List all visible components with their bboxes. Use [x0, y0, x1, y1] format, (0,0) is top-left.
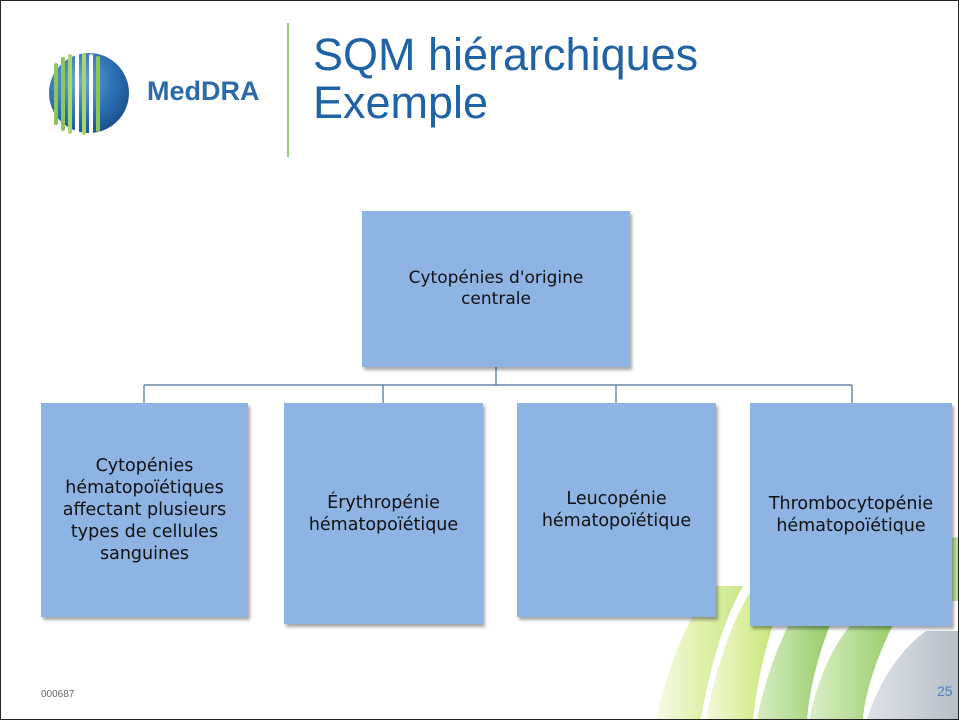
child-node-2: Érythropénie hématopoïétique [284, 403, 483, 624]
footer-code: 000687 [41, 689, 75, 700]
child-node-4: Thrombocytopénie hématopoïétique [750, 403, 952, 626]
title-divider [287, 23, 289, 157]
child-node-3: Leucopénie hématopoïétique [517, 403, 716, 617]
logo-text: MedDRA [147, 76, 260, 106]
child-node-2-label: Érythropénie hématopoïétique [308, 492, 459, 535]
root-node-label: Cytopénies d'origine centrale [408, 268, 584, 309]
page-number: 25 [937, 683, 953, 699]
title-line-1: SQM hiérarchiques [313, 29, 699, 80]
title-line-2: Exemple [313, 77, 489, 128]
root-node: Cytopénies d'origine centrale [362, 211, 630, 367]
slide-title: SQM hiérarchiques Exemple [313, 31, 698, 127]
child-node-3-label: Leucopénie hématopoïétique [541, 489, 692, 531]
meddra-logo-icon [49, 53, 129, 135]
child-node-1-label: Cytopénies hématopoïétiques affectant pl… [62, 456, 227, 564]
child-node-4-label: Thrombocytopénie hématopoïétique [768, 493, 934, 536]
child-node-1: Cytopénies hématopoïétiques affectant pl… [41, 403, 248, 617]
